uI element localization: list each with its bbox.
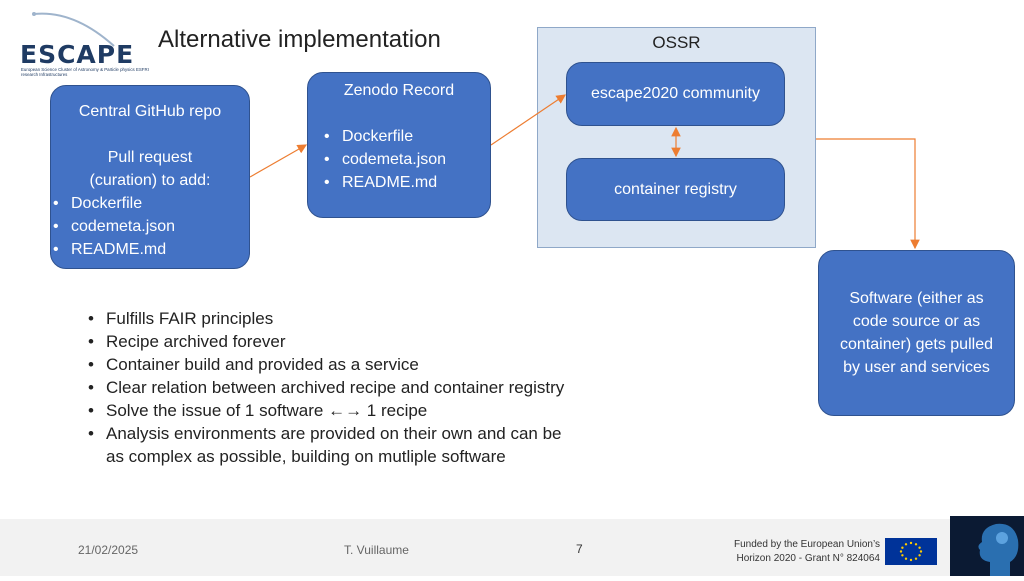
footer-date: 21/02/2025 bbox=[78, 543, 139, 557]
zenodo-file-item: codemeta.json bbox=[322, 148, 490, 171]
logo-wordmark: ESCAPE bbox=[20, 40, 135, 69]
container-registry-node: container registry bbox=[566, 158, 785, 221]
github-file-item: codemeta.json bbox=[51, 215, 249, 238]
github-subtitle-line2: (curation) to add: bbox=[89, 172, 211, 189]
slide-title: Alternative implementation bbox=[158, 26, 441, 53]
funding-line-2: Horizon 2020 - Grant N° 824064 bbox=[736, 553, 880, 564]
benefits-list: Fulfills FAIR principles Recipe archived… bbox=[86, 307, 576, 468]
github-file-item: Dockerfile bbox=[51, 192, 249, 215]
github-repo-node: Central GitHub repo Pull request (curati… bbox=[50, 85, 250, 269]
zenodo-title: Zenodo Record bbox=[343, 82, 455, 99]
funding-notice: Funded by the European Union’s Horizon 2… bbox=[700, 538, 880, 566]
arrow-github-to-zenodo bbox=[249, 144, 308, 178]
benefit-item: Recipe archived forever bbox=[86, 330, 576, 353]
github-title: Central GitHub repo bbox=[78, 103, 222, 120]
arrow-zenodo-to-community bbox=[490, 94, 566, 146]
slide-footer bbox=[0, 519, 1024, 576]
zenodo-file-item: Dockerfile bbox=[322, 125, 490, 148]
digital-head-icon bbox=[950, 516, 1024, 576]
logo-swoosh-icon bbox=[32, 12, 115, 47]
benefit-item: Analysis environments are provided on th… bbox=[86, 422, 576, 468]
ai-head-image bbox=[950, 516, 1024, 576]
github-subtitle-line1: Pull request bbox=[107, 149, 193, 166]
logo-tagline: European Science Cluster of Astronomy & … bbox=[21, 67, 149, 77]
benefit-item: Fulfills FAIR principles bbox=[86, 307, 576, 330]
software-node: Software (either as code source or as co… bbox=[818, 250, 1015, 416]
github-file-item: README.md bbox=[51, 238, 249, 261]
zenodo-file-item: README.md bbox=[322, 171, 490, 194]
funding-line-1: Funded by the European Union’s bbox=[733, 539, 880, 550]
github-file-list: Dockerfile codemeta.json README.md bbox=[51, 192, 249, 261]
zenodo-record-node: Zenodo Record Dockerfile codemeta.json R… bbox=[307, 72, 491, 218]
zenodo-file-list: Dockerfile codemeta.json README.md bbox=[322, 125, 490, 194]
ossr-label: OSSR bbox=[652, 33, 701, 52]
escape2020-community-node: escape2020 community bbox=[566, 62, 785, 126]
eu-stars-icon bbox=[899, 541, 923, 562]
escape-logo: ESCAPE European Science Cluster of Astro… bbox=[14, 10, 149, 80]
benefit-item: Container build and provided as a servic… bbox=[86, 353, 576, 376]
benefit-item: Solve the issue of 1 software ←→ 1 recip… bbox=[86, 399, 576, 422]
eu-flag-icon bbox=[885, 538, 937, 565]
page-number: 7 bbox=[576, 542, 583, 556]
footer-author: T. Vuillaume bbox=[344, 543, 409, 557]
benefit-item: Clear relation between archived recipe a… bbox=[86, 376, 576, 399]
arrow-ossr-to-software bbox=[816, 138, 920, 250]
